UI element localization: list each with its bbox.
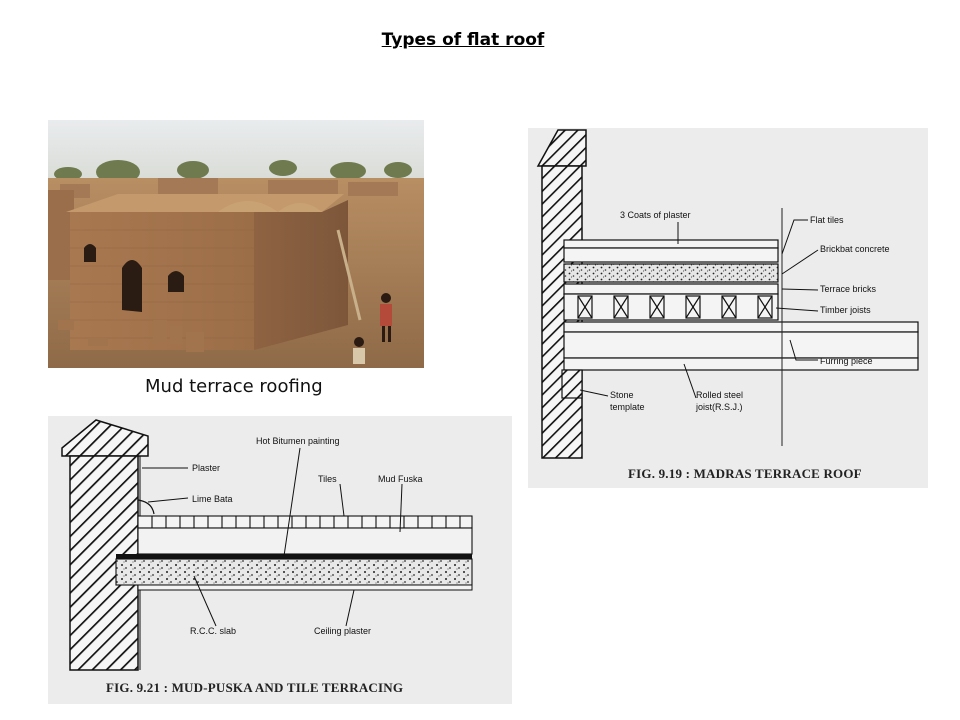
wall-cap bbox=[61, 419, 149, 457]
label-terrace-bricks: Terrace bricks bbox=[820, 284, 877, 294]
label-hot-bitumen-painting: Hot Bitumen painting bbox=[256, 436, 340, 446]
mud-house-photo bbox=[48, 120, 424, 368]
label-rolled-steel: Rolled steel bbox=[696, 390, 743, 400]
label-timber-joists: Timber joists bbox=[820, 305, 871, 315]
rcc-slab-layer bbox=[115, 558, 473, 586]
figure-caption-madras: FIG. 9.19 : MADRAS TERRACE ROOF bbox=[628, 466, 862, 481]
label-plaster: Plaster bbox=[192, 463, 220, 473]
mud-puska-tile-terracing-figure: Hot Bitumen painting Plaster Lime Bata T… bbox=[48, 416, 512, 704]
label-flat-tiles: Flat tiles bbox=[810, 215, 844, 225]
brickbat-concrete-layer bbox=[563, 263, 779, 283]
madras-terrace-roof-figure: 3 Coats of plaster Flat tiles Brickbat c… bbox=[528, 128, 928, 488]
photo-caption: Mud terrace roofing bbox=[145, 376, 323, 397]
bitumen-layer bbox=[116, 554, 472, 559]
label-tiles: Tiles bbox=[318, 474, 337, 484]
page-title: Types of flat roof bbox=[381, 30, 545, 50]
label-rcc-slab: R.C.C. slab bbox=[190, 626, 236, 636]
stone-template bbox=[561, 369, 583, 399]
label-template: template bbox=[610, 402, 645, 412]
mud-fuska-layer bbox=[137, 527, 473, 555]
label-brickbat-concrete: Brickbat concrete bbox=[820, 244, 890, 254]
rsj-beam bbox=[563, 321, 919, 333]
label-stone: Stone bbox=[610, 390, 634, 400]
tiles-layer bbox=[137, 515, 473, 529]
label-coats-of-plaster: 3 Coats of plaster bbox=[620, 210, 691, 220]
label-furring-piece: Furring piece bbox=[820, 356, 873, 366]
figure-caption-mud-puska: FIG. 9.21 : MUD-PUSKA AND TILE TERRACING bbox=[106, 680, 403, 695]
label-joist-rsj: joist(R.S.J.) bbox=[695, 402, 743, 412]
label-lime-bata: Lime Bata bbox=[192, 494, 233, 504]
label-ceiling-plaster: Ceiling plaster bbox=[314, 626, 371, 636]
label-mud-fuska: Mud Fuska bbox=[378, 474, 423, 484]
